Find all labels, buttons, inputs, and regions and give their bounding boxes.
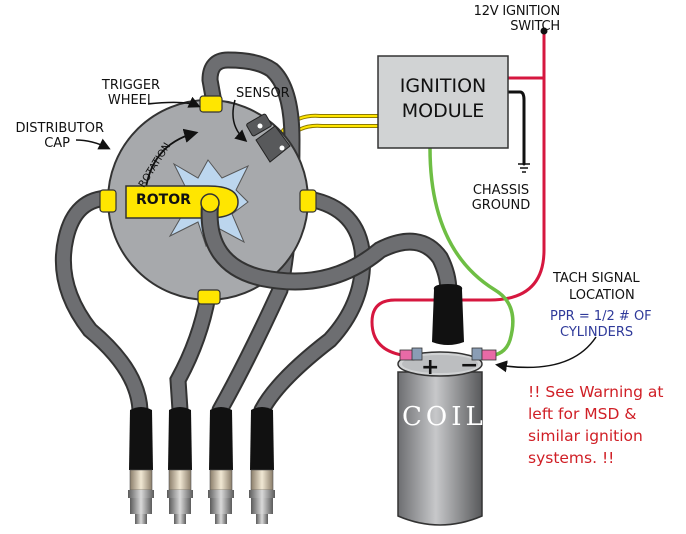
spark-plug (167, 407, 193, 524)
spark-plug (128, 407, 154, 524)
rotor-center-terminal (200, 193, 220, 213)
ignition-switch-label: 12V IGNITION SWITCH (473, 4, 561, 34)
coil-plus-label: + (421, 355, 440, 380)
tach-signal-wire (428, 146, 515, 358)
chassis-ground-label: CHASSIS GROUND (471, 183, 531, 213)
rotor-label: ROTOR (136, 192, 191, 208)
coil-boot (432, 284, 464, 345)
sensor-pointer-arrow-icon (232, 99, 248, 142)
trigger-wheel-label: TRIGGER WHEEL (101, 78, 161, 108)
plug-wires-fill (56, 53, 370, 417)
coil-label: COIL (402, 402, 487, 432)
ignition-module (377, 55, 509, 149)
ignition-coil (397, 351, 483, 526)
warning-note: !! See Warning at left for MSD & similar… (528, 383, 664, 467)
spark-plugs (128, 407, 275, 524)
ppr-note: PPR = 1/2 # OF CYLINDERS (550, 309, 652, 340)
red-power-wire (370, 32, 546, 358)
tach-signal-label: TACH SIGNAL LOCATION (553, 271, 640, 303)
sensor (246, 113, 291, 163)
ignition-switch-terminal (540, 27, 548, 35)
sensor-label: SENSOR (236, 86, 290, 101)
module-label: IGNITION MODULE (399, 75, 487, 122)
coil-minus-label: − (460, 353, 479, 378)
coil-terminals (399, 347, 497, 361)
label-pointers (75, 96, 597, 373)
ground-symbol-icon (518, 163, 530, 173)
spark-plug (208, 407, 234, 524)
coil-wire-fill (202, 198, 456, 303)
cap-terminals (99, 95, 317, 305)
ground-wire (506, 90, 526, 166)
spark-plug (249, 407, 275, 524)
distributor-cap-label: DISTRIBUTOR CAP (15, 121, 104, 151)
